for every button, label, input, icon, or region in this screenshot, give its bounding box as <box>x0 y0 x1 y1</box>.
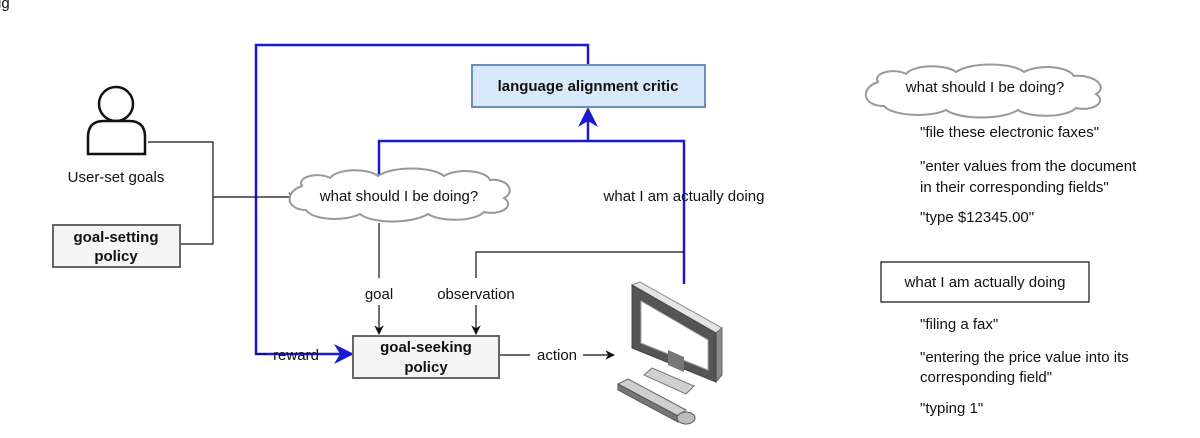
actual-doing-label: what I am actually doing <box>603 188 765 205</box>
goal-seeking-label-1: goal-seeking <box>380 339 472 356</box>
reward-feedback-loop <box>254 43 686 364</box>
observation-label: observation <box>437 286 515 303</box>
actual-example-2b: corresponding field" <box>920 369 1052 386</box>
action-label: action <box>537 347 577 364</box>
should-examples-cloud: what should I be doing? <box>865 63 1102 119</box>
reward-label: reward <box>273 347 319 364</box>
actual-example-1: "filing a fax" <box>920 316 998 333</box>
mouse-icon <box>676 411 696 425</box>
should-do-cloud: what should I be doing? <box>288 167 511 223</box>
should-example-1: "file these electronic faxes" <box>920 124 1099 141</box>
should-example-3: "type $12345.00" <box>920 209 1034 226</box>
goal-setting-policy-box: goal-setting policy <box>52 224 181 268</box>
user-goals-line <box>148 141 214 245</box>
actual-examples-box: what I am actually doing <box>880 261 1090 303</box>
actual-example-3: "typing 1" <box>920 400 983 417</box>
observation-line-upper <box>475 251 684 278</box>
cloud-label: what should I be doing? <box>319 188 478 205</box>
reward-line <box>254 43 590 364</box>
goal-inputs-connector <box>148 141 684 360</box>
keyboard-icon <box>616 378 687 423</box>
critic-label: language alignment critic <box>498 78 679 95</box>
should-example-2b: in their corresponding fields" <box>920 179 1109 196</box>
should-example-2a: "enter values from the document <box>920 158 1137 175</box>
goal-setting-label-1: goal-setting <box>74 229 159 246</box>
goal-label: goal <box>365 286 393 303</box>
computer-monitor-icon <box>630 281 723 395</box>
goal-seeking-policy-box: goal-seeking policy <box>352 335 500 379</box>
user-goals-label: User-set goals <box>68 169 165 186</box>
should-examples-title: what should I be doing? <box>905 79 1064 96</box>
actual-example-2a: "entering the price value into its <box>920 349 1129 366</box>
actual-examples-title: what I am actually doing <box>904 274 1066 291</box>
user-icon <box>86 85 147 156</box>
goal-setting-label-2: policy <box>94 248 138 265</box>
language-alignment-critic-box: language alignment critic <box>471 64 706 108</box>
goal-seeking-label-2: policy <box>404 359 448 376</box>
header-fragment: ig <box>0 0 10 12</box>
critic-input-line <box>377 139 686 284</box>
